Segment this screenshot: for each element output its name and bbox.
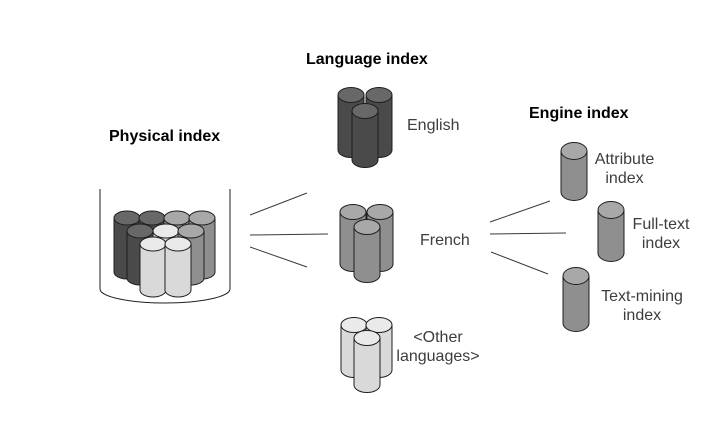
french-label: French xyxy=(420,232,470,249)
full-text-index-cylinder xyxy=(597,201,625,262)
language-index-title: Language index xyxy=(306,51,428,68)
physical-to-language-connectors xyxy=(249,192,329,268)
other-languages-cylinder-cluster xyxy=(340,317,393,393)
text-mining-index-label: Text-mining index xyxy=(601,288,683,324)
engine-index-title: Engine index xyxy=(529,105,629,122)
physical-index-cylinder xyxy=(99,189,231,304)
attribute-index-cylinder xyxy=(560,142,588,201)
attribute-index-label: Attribute index xyxy=(594,151,655,187)
other-languages-label: <Other languages> xyxy=(396,329,480,365)
full-text-index-label: Full-text index xyxy=(632,216,690,252)
physical-index-title: Physical index xyxy=(109,128,221,145)
text-mining-index-cylinder xyxy=(562,267,590,332)
english-label: English xyxy=(407,117,460,134)
french-to-engine-connectors xyxy=(489,200,567,275)
physical-index-inner-cylinders xyxy=(113,210,216,298)
english-cylinder-cluster xyxy=(337,87,393,168)
french-cylinder-cluster xyxy=(339,204,394,283)
